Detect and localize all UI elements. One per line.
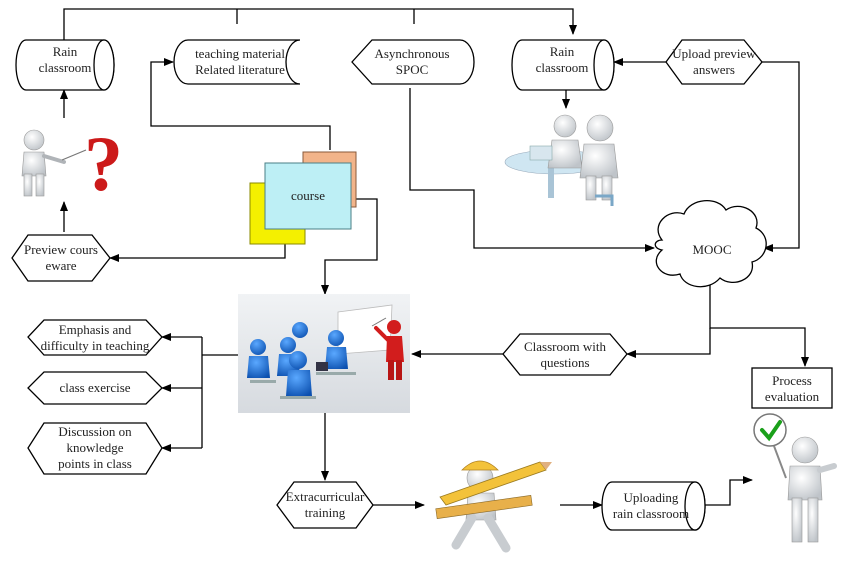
upload-preview-shape xyxy=(665,39,763,85)
extracurricular-shape xyxy=(276,481,374,529)
label-line: Rain xyxy=(549,44,575,59)
label-line: training xyxy=(304,505,346,520)
discussion-label: Discussion on knowledge points in class xyxy=(28,424,162,472)
rain-classroom-right-label: Rain classroom xyxy=(520,44,604,76)
course-icon xyxy=(249,151,357,245)
teacher-figure xyxy=(374,320,404,380)
label-line: Classroom with xyxy=(524,339,606,354)
exercise-shape xyxy=(27,371,163,405)
checkmark-figure-icon xyxy=(753,413,837,543)
mooc-label: MOOC xyxy=(692,242,732,257)
rain-classroom-left-shape xyxy=(15,39,115,91)
preview-courseware-shape xyxy=(11,234,111,282)
label-line: Process xyxy=(772,373,812,388)
ruler xyxy=(435,495,533,519)
arrow-course-to-classroom xyxy=(321,198,378,295)
label-line: Discussion on xyxy=(58,424,132,439)
emphasis-label: Emphasis and difficulty in teaching xyxy=(28,322,162,354)
label-line: Asynchronous xyxy=(374,46,450,61)
label-line: Emphasis and xyxy=(58,322,132,337)
label-line: Rain xyxy=(52,44,78,59)
rain-classroom-left-label: Rain classroom xyxy=(26,44,104,76)
process-evaluation-shape xyxy=(751,367,833,409)
spoc-shape xyxy=(351,39,475,85)
mooc-cloud-shape xyxy=(654,200,767,288)
label-line: classroom xyxy=(535,60,589,75)
course-label: course xyxy=(291,188,325,203)
label-line: eware xyxy=(45,258,77,273)
whiteboard xyxy=(337,304,393,355)
questions-shape xyxy=(502,333,628,376)
rain-classroom-right-shape xyxy=(511,39,615,91)
desk-figures-icon xyxy=(504,114,619,206)
spoc-label: Asynchronous SPOC xyxy=(362,46,462,78)
uploading-rain-shape xyxy=(601,481,706,531)
extracurricular-label: Extracurricular training xyxy=(277,489,373,521)
label-line: points in class xyxy=(58,456,132,471)
arrow-spoc-to-mooc xyxy=(409,88,655,252)
label-line: Preview cours xyxy=(23,242,98,257)
arrow-mooc-to-questions xyxy=(626,328,711,358)
presenter-figure-icon xyxy=(21,129,87,197)
students xyxy=(247,322,356,399)
questions-label: Classroom with questions xyxy=(503,339,627,371)
teaching-material-label: teaching material Related literature xyxy=(178,46,302,78)
emphasis-shape xyxy=(27,319,163,356)
label-line: knowledge xyxy=(66,440,124,455)
label-line: rain classroom xyxy=(612,506,690,521)
runner-pencil-icon xyxy=(435,460,552,553)
connectors xyxy=(60,8,809,509)
exercise-label: class exercise xyxy=(59,380,131,395)
question-figure-icon: ? xyxy=(21,120,123,207)
process-evaluation-label: Process evaluation xyxy=(752,373,832,405)
shapes xyxy=(11,39,833,531)
label-line: teaching material xyxy=(195,46,285,61)
uploading-rain-label: Uploading rain classroom xyxy=(606,490,696,522)
course-front xyxy=(264,162,352,230)
label-line: Related literature xyxy=(195,62,285,77)
label-line: questions xyxy=(540,355,590,370)
top-bus-line xyxy=(63,8,577,40)
discussion-shape xyxy=(27,422,163,475)
upload-preview-label: Upload preview answers xyxy=(666,46,762,78)
arrow-upload-to-mooc xyxy=(760,61,800,252)
label-line: classroom xyxy=(38,60,92,75)
label-line: Extracurricular xyxy=(285,489,365,504)
label-line: answers xyxy=(693,62,735,77)
label-line: Upload preview xyxy=(672,46,756,61)
arrow-upload-to-process xyxy=(705,476,753,506)
label-line: Uploading xyxy=(623,490,679,505)
label-line: evaluation xyxy=(764,389,820,404)
question-mark-icon: ? xyxy=(84,120,123,207)
teaching-material-shape xyxy=(173,39,301,85)
classroom-figures-icon xyxy=(238,294,410,413)
preview-courseware-label: Preview cours eware xyxy=(12,242,110,274)
label-line: SPOC xyxy=(395,62,429,77)
check-sign xyxy=(753,413,787,447)
arrow-course-to-preview xyxy=(109,238,286,262)
arrow-course-to-material xyxy=(150,58,331,150)
label-line: difficulty in teaching xyxy=(40,338,150,353)
arrow-mooc-down xyxy=(709,285,809,367)
